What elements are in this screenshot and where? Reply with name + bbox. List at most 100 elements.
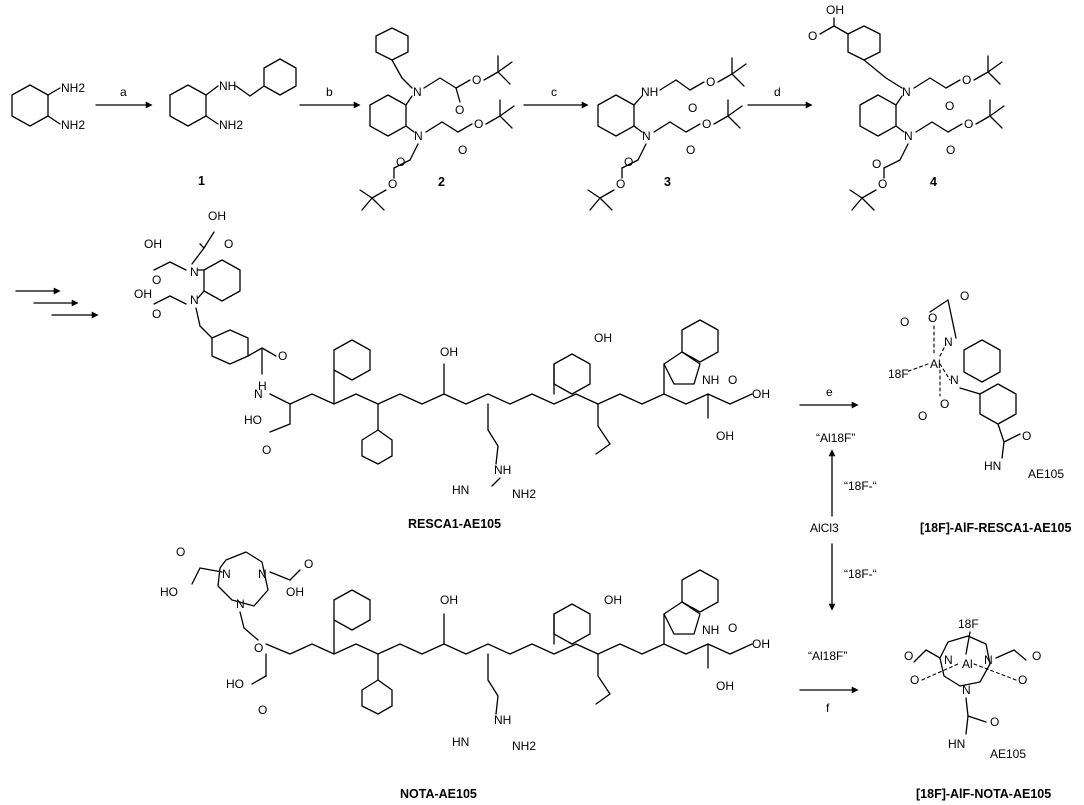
label-hn-nota-guan: HN	[452, 735, 469, 749]
multistep-arrows	[15, 287, 99, 319]
compound-label-nota: NOTA-AE105	[400, 787, 477, 801]
label-nh-c3: NH	[641, 85, 658, 99]
reagent-18f-up: “18F-“	[844, 479, 877, 493]
structure-alf-resca1: Al 18F N N O O O O O O HN AE105 [18F]-Al…	[888, 289, 1071, 535]
arrow-step-d: d	[747, 85, 813, 109]
label-nh2-guan: NH2	[512, 487, 536, 501]
structure-nota-ae105: N N N HO O OH O O OH O HO O OH NH HN NH2	[160, 545, 770, 801]
label-n-c4a: N	[902, 85, 911, 99]
label-o-alnota-a: O	[904, 649, 913, 663]
label-o-alnota-b: O	[910, 673, 919, 687]
label-nh-c1: NH	[219, 79, 236, 93]
label-n-alresca-a: N	[944, 335, 953, 349]
label-oh-cterm: OH	[752, 387, 770, 401]
label-o-asp: O	[262, 443, 271, 457]
label-o-c3b: O	[706, 75, 715, 89]
label-o-c2b: O	[472, 73, 481, 87]
step-label-f: f	[826, 701, 830, 715]
reagent-al18f-bottom: “Al18F”	[808, 649, 847, 663]
label-ho-nota-asp: HO	[226, 677, 244, 691]
label-oh-nota-tyr: OH	[604, 593, 622, 607]
label-hn-alresca: HN	[984, 459, 1001, 473]
label-ho-nota-a: HO	[160, 585, 178, 599]
label-o-amide-1: O	[278, 349, 287, 363]
label-nh-arg: NH	[494, 463, 511, 477]
label-oh-resca-a: OH	[208, 209, 226, 223]
structure-alf-nota: 18F Al N N N O O O O O HN AE105 [18F]-Al…	[904, 617, 1051, 801]
label-o-c3d: O	[702, 117, 711, 131]
label-nh2-2: NH2	[61, 118, 85, 132]
label-n-c2a: N	[413, 85, 422, 99]
label-o-nota-b: O	[304, 557, 313, 571]
label-nh-trp: NH	[702, 373, 719, 387]
label-n-alnota-c: N	[962, 683, 971, 697]
label-oh-resca-c: OH	[134, 287, 152, 301]
label-n-nota-c: N	[236, 597, 245, 611]
label-oh-tyr: OH	[594, 331, 612, 345]
label-o-c2e: O	[396, 155, 405, 169]
label-o-alresca-b: O	[900, 315, 909, 329]
label-o-alnota-c: O	[1032, 649, 1041, 663]
label-f18-resca: 18F	[888, 367, 909, 381]
label-o-c3f: O	[616, 177, 625, 191]
label-n-resca-b: N	[190, 293, 199, 307]
structure-compound-1: NH NH2 1	[169, 58, 297, 188]
reagent-branch: AlCl3 “18F-“ “18F-“ “Al18F” e “Al18F” f	[799, 385, 877, 715]
label-o-nota-asp: O	[258, 703, 267, 717]
arrow-step-a: a	[95, 85, 153, 109]
label-o-c4top: O	[808, 29, 817, 43]
label-ho-asp: HO	[244, 413, 262, 427]
label-oh-resca-b: OH	[144, 237, 162, 251]
label-o-c4a: O	[945, 99, 954, 113]
label-nh-nota-trp: NH	[702, 623, 719, 637]
label-hn-guan: HN	[452, 483, 469, 497]
label-o-alresca-a: O	[928, 311, 937, 325]
label-ae105-alresca: AE105	[1028, 467, 1064, 481]
label-n-c2b: N	[414, 129, 423, 143]
label-nh2-nota-guan: NH2	[512, 739, 536, 753]
label-o-resca-c: O	[152, 307, 161, 321]
label-n-resca-a: N	[190, 265, 199, 279]
label-hn-alnota: HN	[948, 737, 965, 751]
label-o-resca-a: O	[224, 237, 233, 251]
label-o-nota-cterm: O	[728, 621, 737, 635]
label-o-c4c: O	[946, 143, 955, 157]
label-n-c3: N	[642, 129, 651, 143]
label-nh2-c1: NH2	[219, 118, 243, 132]
label-o-alresca-d: O	[940, 397, 949, 411]
label-oh-c4: OH	[826, 3, 844, 17]
label-o-nota-a: O	[176, 545, 185, 559]
compound-label-3: 3	[664, 175, 671, 189]
label-oh-nota-cterm: OH	[752, 637, 770, 651]
label-o-c4e: O	[872, 157, 881, 171]
structure-compound-3: NH O O N O O O O 3	[587, 57, 747, 211]
label-hn-gly: H	[258, 379, 267, 393]
label-o-c3a: O	[688, 101, 697, 115]
label-n-alnota-a: N	[944, 653, 953, 667]
label-o-c2a: O	[455, 103, 464, 117]
label-n-alresca-b: N	[950, 373, 959, 387]
structure-compound-2: N O O N O O O O 2	[359, 27, 515, 211]
label-o-resca-b: O	[152, 273, 161, 287]
label-o-alresca-f: O	[1022, 429, 1031, 443]
label-o-alresca-c: O	[960, 289, 969, 303]
label-n-c4b: N	[904, 129, 913, 143]
label-o-c2c: O	[458, 143, 467, 157]
label-n-gly: N	[254, 387, 263, 401]
compound-label-al-resca: [18F]-AlF-RESCA1-AE105	[920, 521, 1071, 535]
label-o-c3c: O	[686, 143, 695, 157]
compound-label-al-nota: [18F]-AlF-NOTA-AE105	[916, 787, 1051, 801]
label-o-alnota-d: O	[1018, 673, 1027, 687]
compound-label-resca: RESCA1-AE105	[408, 517, 501, 531]
label-o-c4f: O	[878, 177, 887, 191]
compound-label-4: 4	[930, 175, 937, 189]
label-o-alnota-e: O	[990, 715, 999, 729]
label-n-nota-b: N	[258, 567, 267, 581]
step-label-a: a	[120, 85, 127, 99]
label-al-resca: Al	[930, 357, 941, 371]
arrow-step-b: b	[299, 85, 361, 109]
label-oh-nota-ser2: OH	[716, 679, 734, 693]
label-o-c2d: O	[474, 117, 483, 131]
step-label-e: e	[826, 385, 833, 399]
